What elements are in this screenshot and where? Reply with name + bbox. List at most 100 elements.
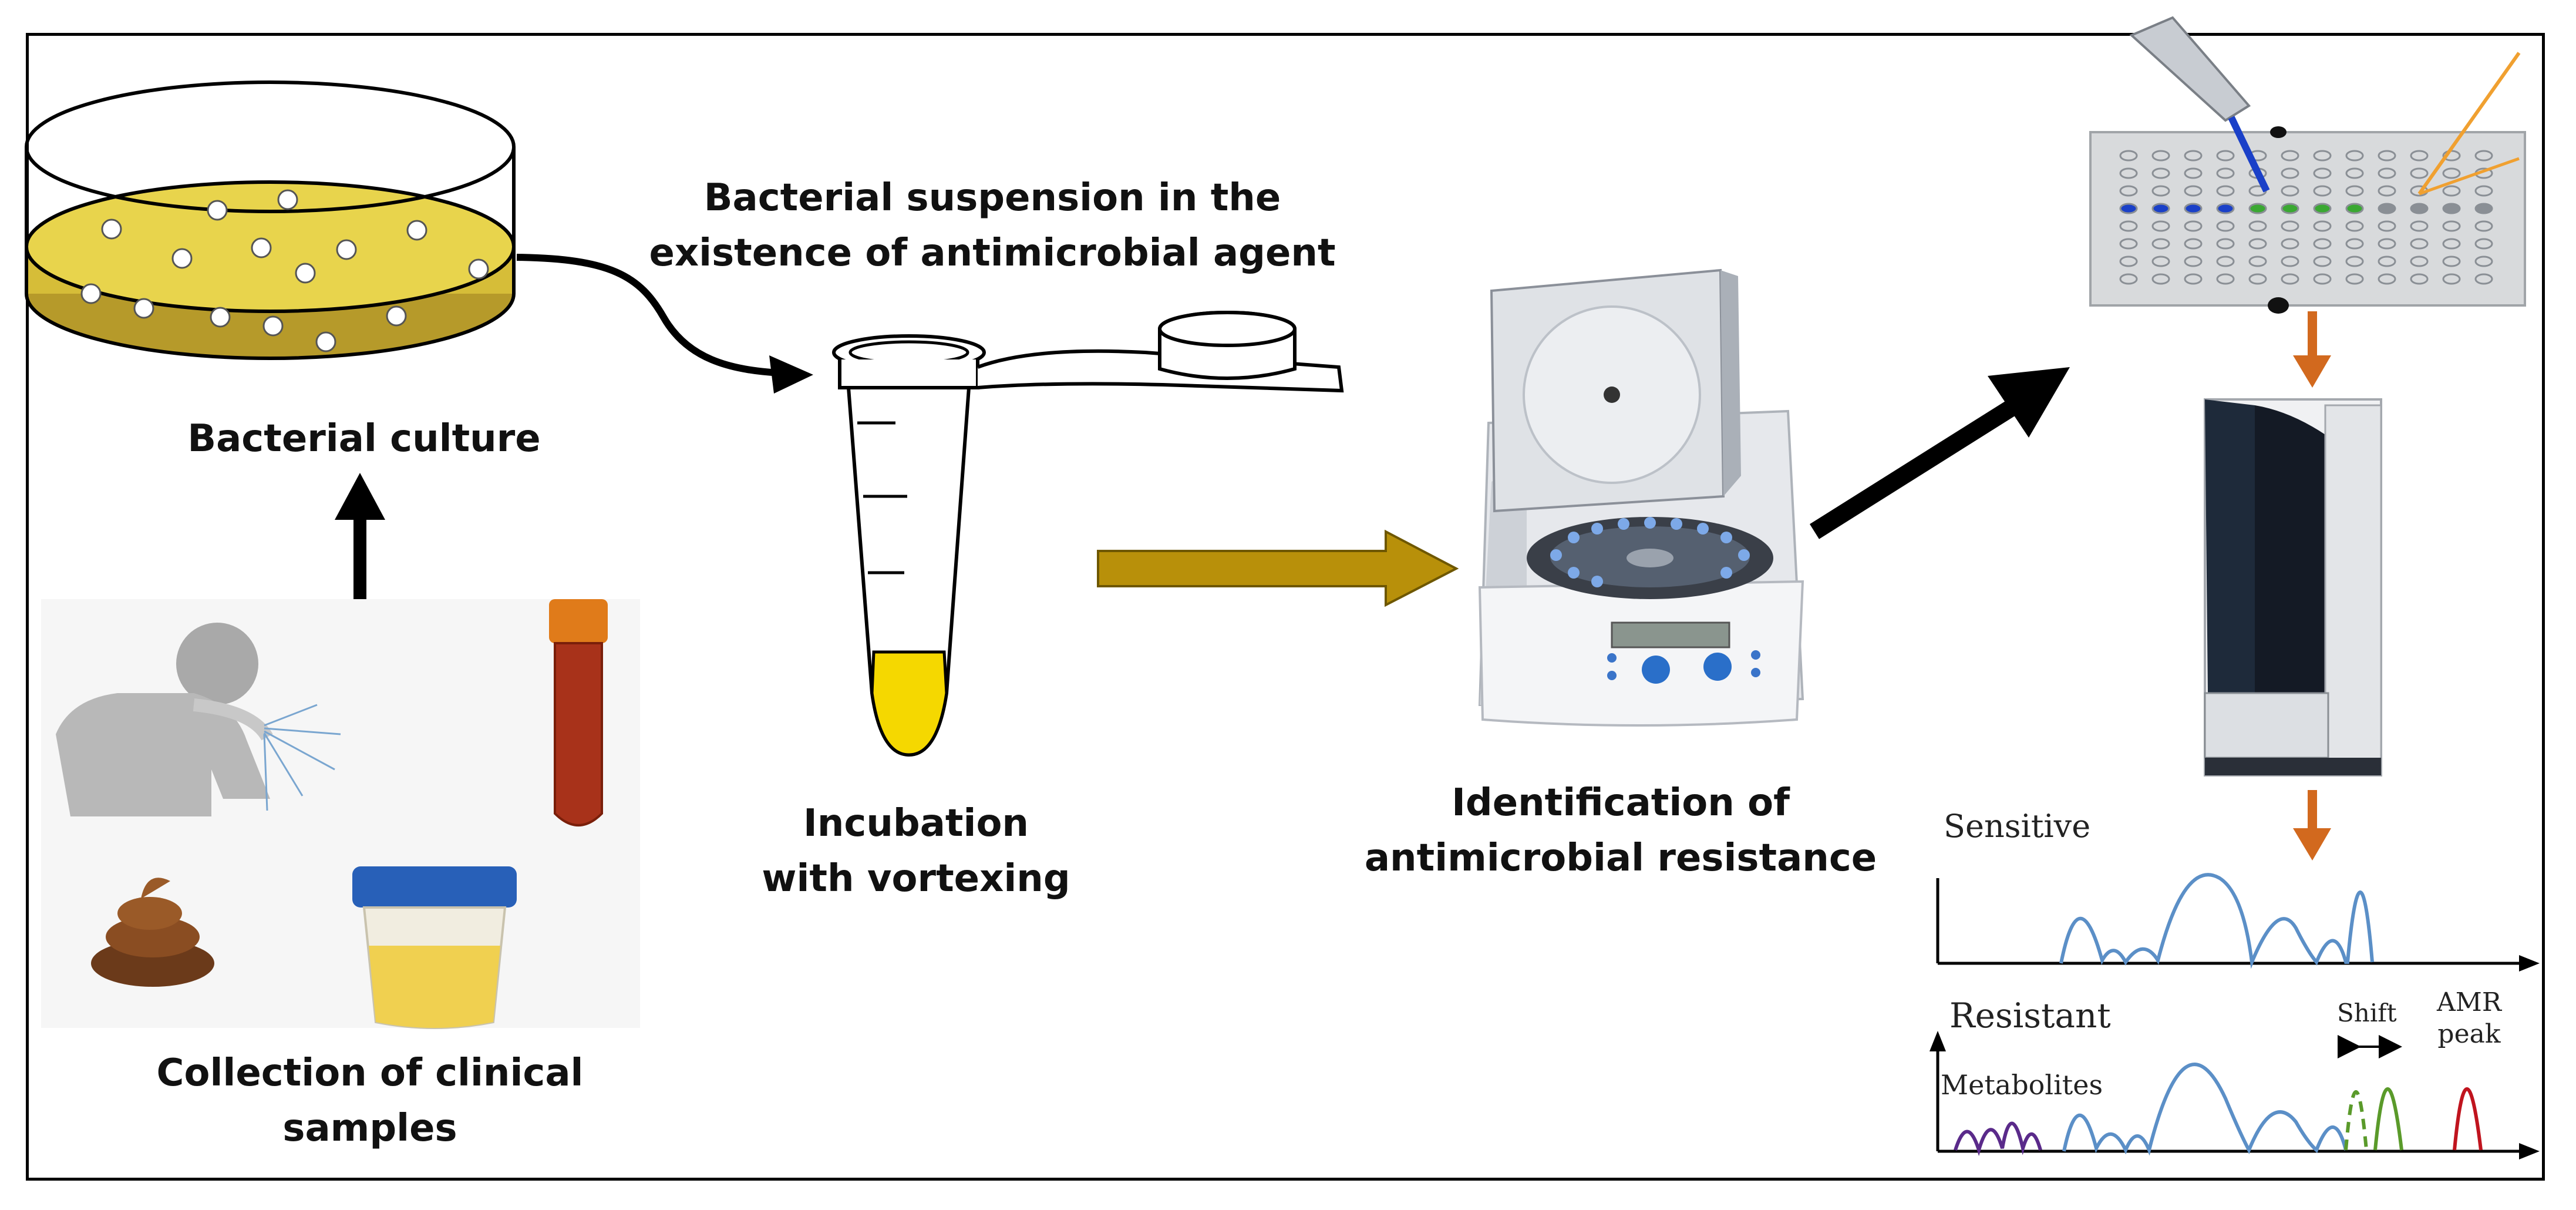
plate-well [2345, 273, 2364, 285]
microtube-icon [832, 311, 1344, 757]
plate-well [2442, 167, 2461, 179]
plate-well [2345, 256, 2364, 267]
plate-well [2474, 238, 2493, 250]
plate-well [2474, 185, 2493, 197]
plate-well [2281, 185, 2299, 197]
resistant-label: Resistant [1949, 996, 2111, 1036]
plate-well [2216, 203, 2235, 214]
plate-well [2474, 220, 2493, 232]
collection-label: Collection of clinical samples [156, 1051, 584, 1150]
plate-well [2474, 203, 2493, 214]
plate-well [2248, 273, 2267, 285]
plate-well [2216, 220, 2235, 232]
petri-dish-icon [25, 80, 516, 360]
plate-well [2216, 167, 2235, 179]
plate-well [2410, 238, 2429, 250]
plate-well [2281, 167, 2299, 179]
plate-well [2410, 203, 2429, 214]
plate-well [2442, 238, 2461, 250]
plate-well [2378, 150, 2396, 162]
diagonal-arrow-icon [1810, 367, 2070, 539]
plate-well [2378, 220, 2396, 232]
resistant-spectrum [1930, 1031, 2540, 1159]
shift-label: Shift [2337, 999, 2397, 1027]
plate-well [2378, 203, 2396, 214]
plate-well [2345, 185, 2364, 197]
plate-well [2378, 185, 2396, 197]
plate-well [2313, 185, 2332, 197]
plate-well [2442, 203, 2461, 214]
plate-well [2410, 167, 2429, 179]
plate-well [2410, 273, 2429, 285]
plate-well [2119, 167, 2138, 179]
plate-well [2184, 203, 2203, 214]
plate-well [2119, 185, 2138, 197]
plate-well [2313, 273, 2332, 285]
plate-well [2281, 256, 2299, 267]
up-arrow-icon [335, 473, 385, 602]
plate-well [2184, 256, 2203, 267]
plate-well [2442, 273, 2461, 285]
plate-well [2281, 238, 2299, 250]
sensitive-spectrum [1936, 873, 2540, 972]
plate-well [2184, 185, 2203, 197]
plate-well [2281, 150, 2299, 162]
plate-well [2345, 203, 2364, 214]
plate-well [2184, 150, 2203, 162]
plate-well [2151, 273, 2170, 285]
plate-well [2313, 256, 2332, 267]
plate-well [2151, 256, 2170, 267]
plate-well [2184, 220, 2203, 232]
plate-well [2281, 220, 2299, 232]
plate-well [2410, 256, 2429, 267]
plate-well [2474, 150, 2493, 162]
plate-well [2119, 220, 2138, 232]
plate-well [2442, 185, 2461, 197]
plate-well [2378, 167, 2396, 179]
sensitive-label: Sensitive [1944, 808, 2091, 845]
well-plate-icon [2089, 16, 2526, 314]
mass-spectrometer-icon [2204, 398, 2382, 777]
plate-well [2216, 238, 2235, 250]
plate-well [2345, 220, 2364, 232]
plate-well [2248, 220, 2267, 232]
plate-well [2248, 238, 2267, 250]
plate-well [2345, 238, 2364, 250]
plate-well [2378, 256, 2396, 267]
plate-well [2378, 273, 2396, 285]
plate-well [2345, 150, 2364, 162]
plate-well [2313, 220, 2332, 232]
suspension-label: Bacterial suspension in the existence of… [649, 176, 1336, 275]
identification-label: Identification of antimicrobial resistan… [1364, 781, 1877, 880]
plate-well [2151, 150, 2170, 162]
urine-cup-icon [352, 866, 517, 1029]
plate-well [2119, 238, 2138, 250]
plate-well [2216, 273, 2235, 285]
orange-arrow-icon [2293, 311, 2331, 388]
plate-well [2410, 150, 2429, 162]
orange-arrow-icon [2293, 790, 2331, 861]
plate-well [2151, 203, 2170, 214]
plate-well [2281, 273, 2299, 285]
centrifuge-icon [1478, 268, 1804, 727]
plate-well [2216, 256, 2235, 267]
blood-tube-icon [549, 599, 608, 826]
plate-well [2313, 167, 2332, 179]
plate-well [2248, 256, 2267, 267]
metabolites-label: Metabolites [1941, 1069, 2103, 1101]
plate-well [2184, 167, 2203, 179]
stool-icon [91, 878, 214, 987]
plate-well [2474, 273, 2493, 285]
incubation-label: Incubation with vortexing [762, 802, 1070, 900]
plate-well [2313, 203, 2332, 214]
plate-well [2345, 167, 2364, 179]
plate-well [2216, 185, 2235, 197]
plate-well [2151, 220, 2170, 232]
plate-well [2151, 167, 2170, 179]
figure-frame [26, 33, 2545, 1181]
plate-well [2151, 238, 2170, 250]
plate-well [2119, 203, 2138, 214]
plate-well [2119, 273, 2138, 285]
plate-well [2151, 185, 2170, 197]
